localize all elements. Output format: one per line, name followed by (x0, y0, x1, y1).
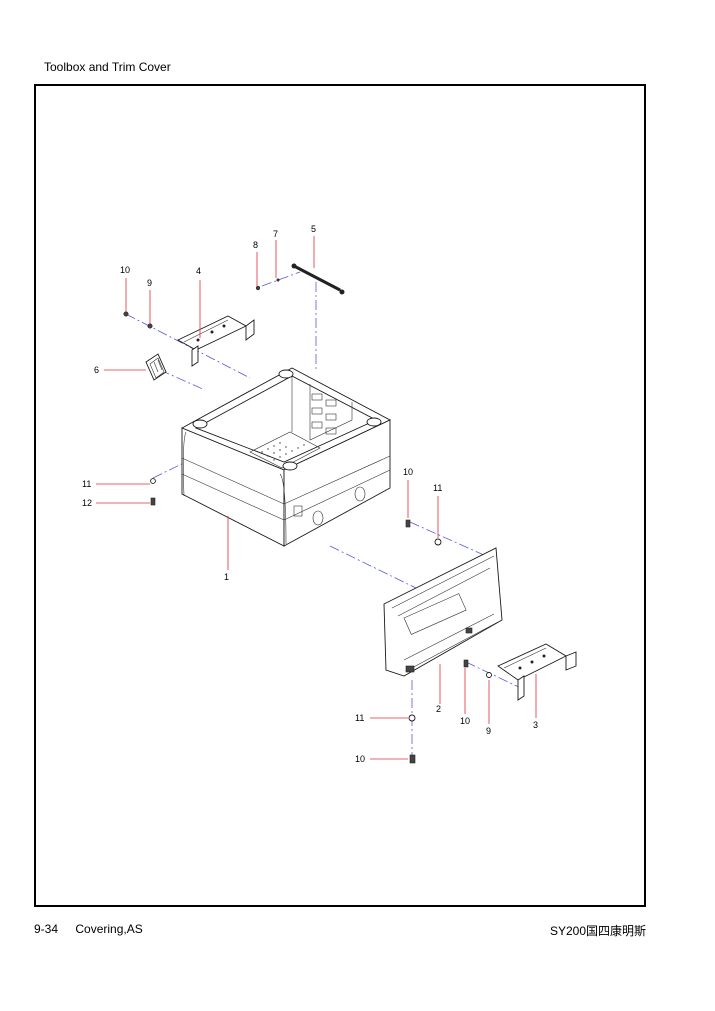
callout-3: 3 (533, 720, 538, 730)
callout-11c: 11 (355, 713, 364, 723)
callout-10c: 10 (460, 716, 470, 726)
callout-11b: 11 (433, 483, 442, 493)
leader-lines (96, 236, 537, 760)
callout-11a: 11 (82, 479, 91, 489)
callout-10a: 10 (120, 265, 130, 275)
hardware (123, 278, 492, 764)
bracket-upper (177, 315, 255, 367)
model-name: SY200国四康明斯 (549, 924, 646, 938)
assembly-axis-lines (125, 271, 526, 760)
page-title: Toolbox and Trim Cover (44, 60, 171, 74)
toolbox-body (180, 367, 392, 547)
floor-mesh-dots (261, 442, 305, 461)
callout-10d: 10 (355, 754, 365, 764)
bracket-right (497, 643, 577, 701)
page-number: 9-34 (34, 922, 59, 936)
trim-cover (383, 547, 503, 677)
callout-6: 6 (94, 365, 99, 375)
callout-1: 1 (224, 572, 229, 582)
callout-labels: 1 2 3 4 5 6 7 8 9 9 10 10 10 10 11 11 11… (82, 224, 538, 764)
callout-9a: 9 (147, 278, 152, 288)
page-footer-left: 9-34 Covering,AS (34, 922, 143, 936)
callout-9b: 9 (486, 726, 491, 736)
callout-4: 4 (196, 266, 201, 276)
callout-5: 5 (311, 224, 316, 234)
callout-2: 2 (436, 704, 441, 714)
gas-spring (291, 263, 345, 295)
drawing-frame (34, 84, 646, 907)
latch (145, 353, 167, 381)
section-name: Covering,AS (75, 922, 143, 936)
callout-8: 8 (253, 240, 258, 250)
callout-10b: 10 (403, 467, 413, 477)
callout-7: 7 (273, 229, 278, 239)
callout-12: 12 (82, 498, 92, 508)
